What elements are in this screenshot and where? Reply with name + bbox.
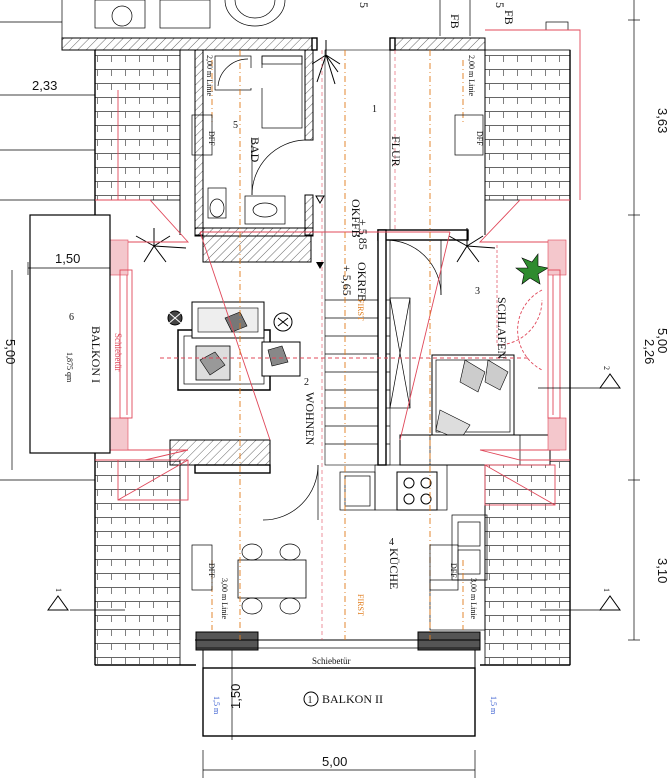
level-markers: OKFFB + 5,85 OKRFB + 5,65 — [315, 195, 370, 302]
dff-label-2: DFF — [475, 131, 484, 146]
schlafen-label: SCHLAFEN — [495, 297, 509, 359]
limit-200-right: 2,00 m Linie — [467, 55, 476, 97]
dim-bottom-150: 1,50 — [228, 684, 243, 709]
roof-slopes — [0, 45, 571, 666]
dff-label-3: DFF — [207, 563, 216, 578]
wohnen-label: WOHNEN — [303, 392, 317, 446]
schlafen-number: 3 — [475, 286, 480, 297]
balkon2-number: 1 — [308, 695, 313, 706]
living-room-furniture — [167, 301, 301, 391]
okffb-value: + 5,85 — [356, 219, 370, 250]
dimensions-bottom: 1,50 5,00 — [202, 650, 476, 778]
schiebetuer-bottom: Schiebetür — [312, 656, 351, 666]
limit-300-left: 3,00 m Linie — [220, 578, 229, 620]
section-right-2: 2 — [602, 366, 611, 370]
dff-label-4: DFF — [449, 563, 458, 578]
dim-left-150: 1,50 — [55, 251, 80, 266]
balkon1-number: 6 — [69, 312, 74, 323]
first-labels: FIRST FIRST — [356, 299, 365, 616]
balcony-1: BALKON I 1,875 qm Schiebetür — [29, 214, 123, 454]
plants — [135, 40, 549, 285]
balkon-side-right: 1,5 m — [489, 696, 498, 715]
balkon-side-left: 1,5 m — [212, 696, 221, 715]
top-cut-fb2: FB — [502, 10, 516, 25]
okffb-label: OKFFB — [349, 199, 363, 238]
top-cut-5: 5 — [493, 2, 507, 8]
flur-label: FLUR — [389, 136, 403, 167]
kueche-number: 4 — [389, 537, 394, 548]
dim-left-500: 5,00 — [3, 339, 18, 364]
top-cut-fb: FB — [448, 14, 462, 29]
dimensions-right: 3,63 5,00 2,26 3,10 2 1 — [538, 0, 670, 641]
wohnen-number: 2 — [304, 377, 309, 388]
stairs — [324, 49, 469, 466]
limit-200-left: 2,00 m Linie — [205, 55, 214, 97]
top-cut-s5: 5 — [357, 2, 371, 8]
dim-right-500: 5,00 — [655, 328, 670, 353]
first-right: FIRST — [356, 594, 365, 616]
balkon1-label: BALKON I — [89, 326, 103, 383]
schiebetuer-top: Schiebetür — [113, 333, 123, 372]
bathroom — [194, 49, 314, 263]
balkon2-label: BALKON II — [322, 692, 383, 706]
dim-right-310: 3,10 — [655, 558, 670, 583]
limit-line-labels: 2,00 m Linie 2,00 m Linie 3,00 m Linie 3… — [205, 55, 478, 620]
first-left: FIRST — [356, 299, 365, 321]
okrfb-value: + 5,65 — [340, 265, 354, 296]
section-left-1: 1 — [54, 588, 63, 592]
limit-lines — [211, 50, 464, 640]
dim-left-233: 2,33 — [32, 78, 57, 93]
kitchen-furniture — [169, 439, 488, 631]
dff-windows: DFF DFF DFF DFF — [191, 114, 484, 591]
bad-number: 5 — [233, 120, 238, 131]
balkon1-area: 1,875 qm — [65, 352, 74, 383]
bad-label: BAD — [248, 137, 262, 163]
section-right-1: 1 — [602, 588, 611, 592]
top-cut-area: FB 5 FB 5 — [0, 0, 672, 38]
dim-bottom-500: 5,00 — [322, 754, 347, 769]
limit-300-right: 3,00 m Linie — [469, 578, 478, 620]
flur-number: 1 — [372, 104, 377, 115]
room-labels: FLUR 1 BAD 5 SCHLAFEN 3 WOHNEN 2 KÜCHE 4… — [69, 104, 509, 589]
dff-label-1: DFF — [207, 131, 216, 146]
balcony-2: Schiebetür 1 BALKON II 1,5 m 1,5 m — [196, 647, 498, 737]
kueche-label: KÜCHE — [387, 548, 401, 589]
dim-right-226: 2,26 — [642, 339, 657, 364]
dimensions-left: 2,33 1,50 5,00 1 — [0, 78, 125, 611]
okrfb-label: OKRFB — [355, 262, 369, 302]
dim-right-363: 3,63 — [655, 108, 670, 133]
balkon2-number-circle — [303, 691, 319, 707]
